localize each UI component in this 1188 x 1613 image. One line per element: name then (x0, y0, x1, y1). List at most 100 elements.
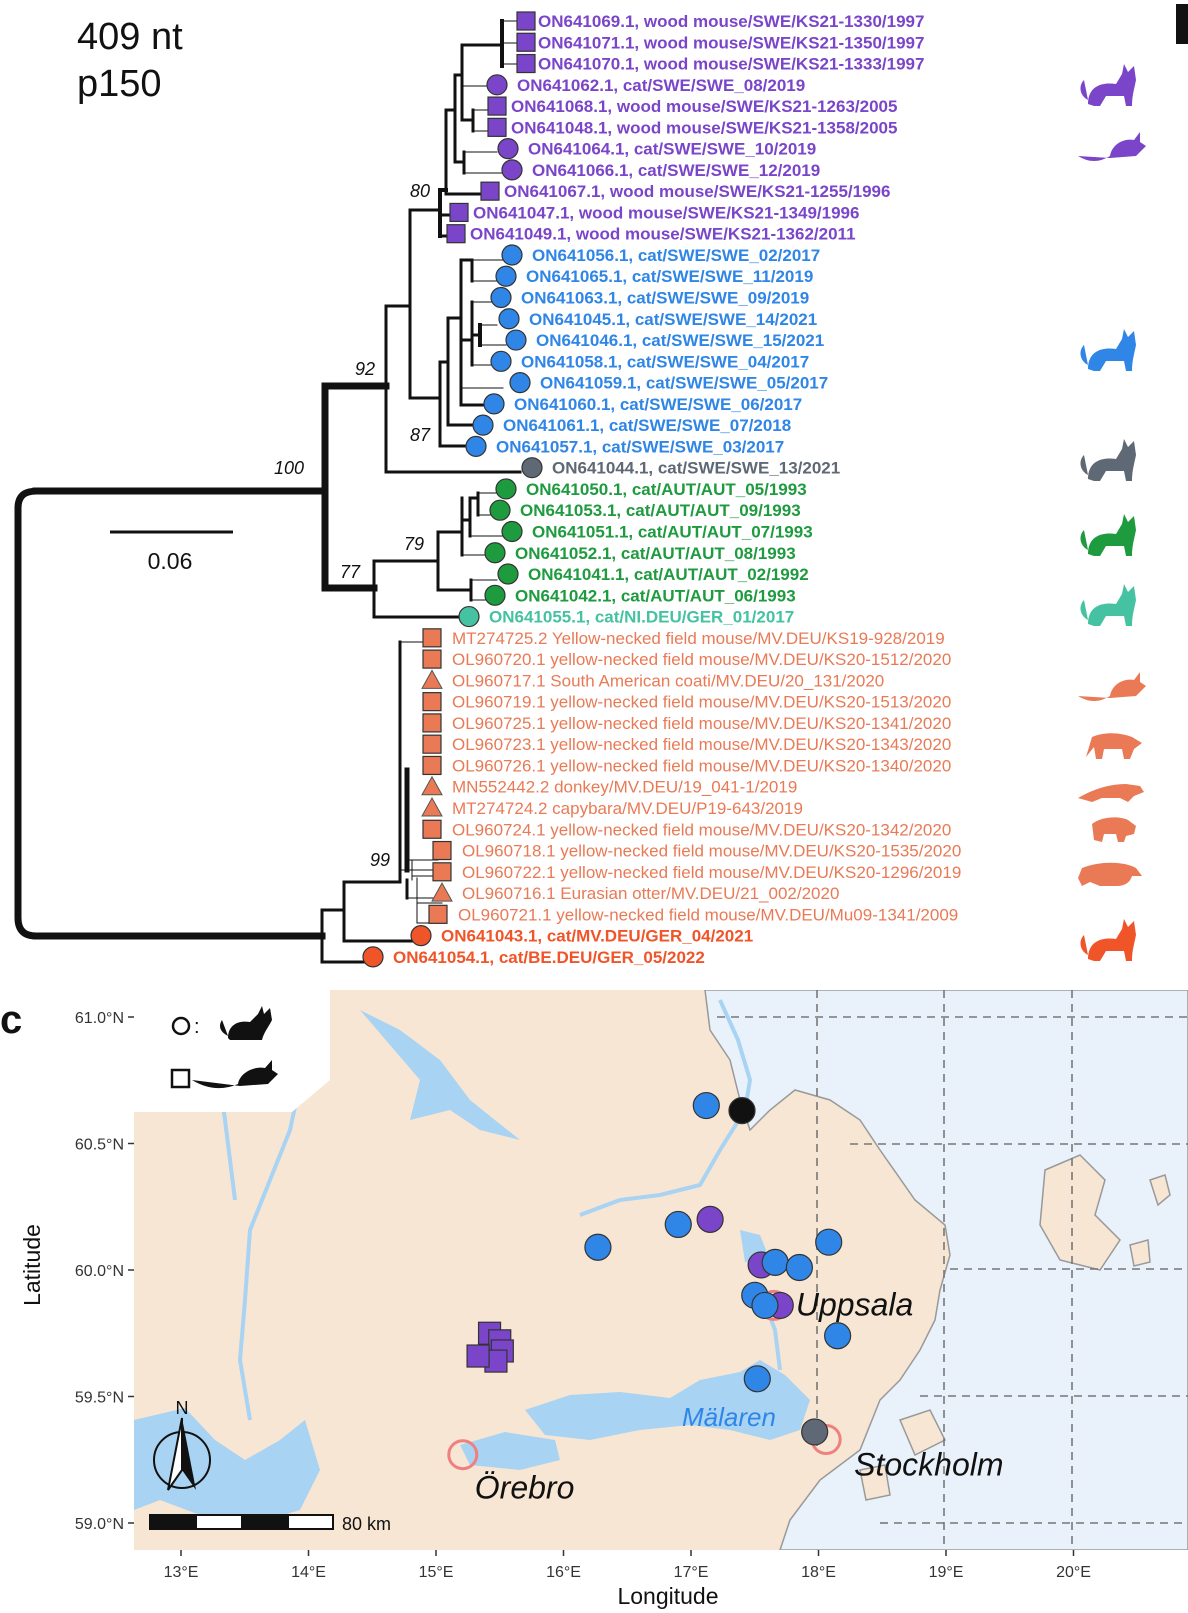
tip-label: ON641043.1, cat/MV.DEU/GER_04/2021 (441, 927, 753, 946)
tip-square-marker (487, 96, 507, 116)
panel-b-letter-fragment (1176, 4, 1188, 44)
tip-circle-marker (465, 435, 487, 457)
tip-square-marker (422, 692, 442, 712)
lat-tick-label: 61.0°N (75, 1010, 124, 1027)
tip-square-marker (516, 11, 536, 31)
cat-icon (1080, 64, 1136, 106)
tip-square-marker (422, 819, 442, 839)
map-sample-circle (664, 1210, 692, 1239)
tip-label: ON641044.1, cat/SWE/SWE_13/2021 (552, 459, 840, 478)
tip-label: ON641054.1, cat/BE.DEU/GER_05/2022 (393, 948, 705, 967)
tip-label: OL960716.1 Eurasian otter/MV.DEU/21_002/… (462, 884, 839, 903)
tip-label: ON641067.1, wood mouse/SWE/KS21-1255/199… (504, 182, 890, 201)
tip-label: ON641060.1, cat/SWE/SWE_06/2017 (514, 395, 802, 414)
tip-circle-marker (472, 414, 494, 436)
map-sample-circle (801, 1418, 829, 1446)
map-x-axis-label: Longitude (617, 1583, 718, 1609)
map-lake-malaren (525, 1360, 810, 1440)
tip-label: ON641055.1, cat/NI.DEU/GER_01/2017 (489, 608, 794, 627)
tip-label: ON641063.1, cat/SWE/SWE_09/2019 (521, 289, 809, 308)
city-label: Örebro (475, 1470, 575, 1506)
tip-label: ON641048.1, wood mouse/SWE/KS21-1358/200… (511, 118, 897, 137)
lon-tick-label: 16°E (546, 1564, 581, 1581)
lat-tick-label: 60.0°N (75, 1263, 124, 1280)
tip-square-marker (449, 202, 469, 223)
map-lake-hjalmaren (460, 1432, 560, 1470)
svg-text::: : (194, 1016, 200, 1038)
tip-square-marker (422, 649, 442, 669)
tip-square-marker (446, 224, 466, 244)
tip-label: ON641041.1, cat/AUT/AUT_02/1992 (528, 565, 809, 584)
lake-label: Mälaren (682, 1402, 776, 1432)
tip-label: MT274725.2 Yellow-necked field mouse/MV.… (452, 629, 945, 648)
map-y-axis-label: Latitude (19, 1224, 45, 1306)
north-label: N (176, 1398, 189, 1418)
bootstrap-value: 80 (410, 181, 430, 201)
north-arrow: N (153, 1398, 211, 1491)
map-sample-circle (728, 1097, 756, 1125)
lat-tick-label: 60.5°N (75, 1137, 124, 1154)
tip-circle-marker (505, 329, 527, 351)
map-baltic-sea (704, 990, 1188, 1550)
tip-square-marker (422, 755, 442, 776)
map-scale-bar: 80 km (149, 1514, 391, 1534)
tip-circle-marker (501, 520, 523, 543)
cat-icon (1080, 439, 1136, 481)
city-marker (447, 1439, 479, 1471)
tip-circle-marker (362, 946, 384, 968)
tip-circle-marker (490, 350, 512, 372)
legend-cat-icon (220, 1006, 272, 1040)
tip-label: ON641056.1, cat/SWE/SWE_02/2017 (532, 246, 820, 265)
tip-label: ON641058.1, cat/SWE/SWE_04/2017 (521, 352, 809, 371)
lon-tick-label: 14°E (291, 1564, 326, 1581)
tip-circle-marker (501, 159, 523, 181)
map-sample-circle (815, 1228, 843, 1256)
tip-label: ON641051.1, cat/AUT/AUT_07/1993 (532, 522, 813, 541)
tip-label: ON641061.1, cat/SWE/SWE_07/2018 (503, 416, 791, 435)
tip-circle-marker (501, 244, 523, 266)
capybara-icon (1092, 817, 1136, 842)
map-sample-circle (751, 1291, 779, 1320)
map-sample-circle (584, 1233, 612, 1261)
map-panel: c (0, 990, 1188, 1609)
bootstrap-value: 77 (340, 562, 361, 582)
tip-square-marker (516, 32, 536, 52)
city-label: Uppsala (796, 1286, 913, 1322)
bootstrap-value: 92 (355, 359, 375, 379)
bootstrap-value: 100 (274, 458, 304, 478)
lat-tick-label: 59.0°N (75, 1516, 124, 1533)
tip-circle-marker (495, 265, 517, 287)
tip-circle-marker (483, 393, 505, 415)
map-sample-circle (696, 1205, 724, 1234)
map-samples (466, 1091, 852, 1446)
tip-label: OL960725.1 yellow-necked field mouse/MV.… (452, 714, 951, 733)
tip-label: OL960717.1 South American coati/MV.DEU/2… (452, 671, 884, 690)
tip-circle-marker (410, 925, 432, 947)
tip-square-marker (480, 181, 500, 201)
map-sample-circle (692, 1091, 720, 1120)
tip-label: ON641065.1, cat/SWE/SWE_11/2019 (526, 267, 813, 286)
map-sample-circle (785, 1253, 813, 1282)
lon-tick-label: 13°E (164, 1564, 199, 1581)
bootstrap-value: 87 (410, 425, 431, 445)
tip-label: ON641045.1, cat/SWE/SWE_14/2021 (529, 310, 817, 329)
tip-triangle-marker (431, 882, 453, 902)
city-label: Stockholm (854, 1447, 1003, 1483)
tip-label: OL960723.1 yellow-necked field mouse/MV.… (452, 735, 951, 754)
tip-label: ON641047.1, wood mouse/SWE/KS21-1349/199… (473, 203, 859, 222)
tip-label: ON641049.1, wood mouse/SWE/KS21-1362/201… (470, 225, 856, 244)
tree-branches (14, 19, 523, 964)
tip-circle-marker (486, 74, 508, 96)
tree-header-line2: p150 (77, 63, 162, 105)
tip-label: ON641070.1, wood mouse/SWE/KS21-1333/199… (538, 55, 924, 74)
cat-icon (1080, 584, 1136, 626)
tip-label: MN552442.2 donkey/MV.DEU/19_041-1/2019 (452, 778, 797, 797)
tip-label: ON641064.1, cat/SWE/SWE_10/2019 (528, 140, 816, 159)
tip-circle-marker (498, 308, 520, 330)
cat-icon (1080, 329, 1136, 371)
tip-square-marker (432, 862, 452, 882)
